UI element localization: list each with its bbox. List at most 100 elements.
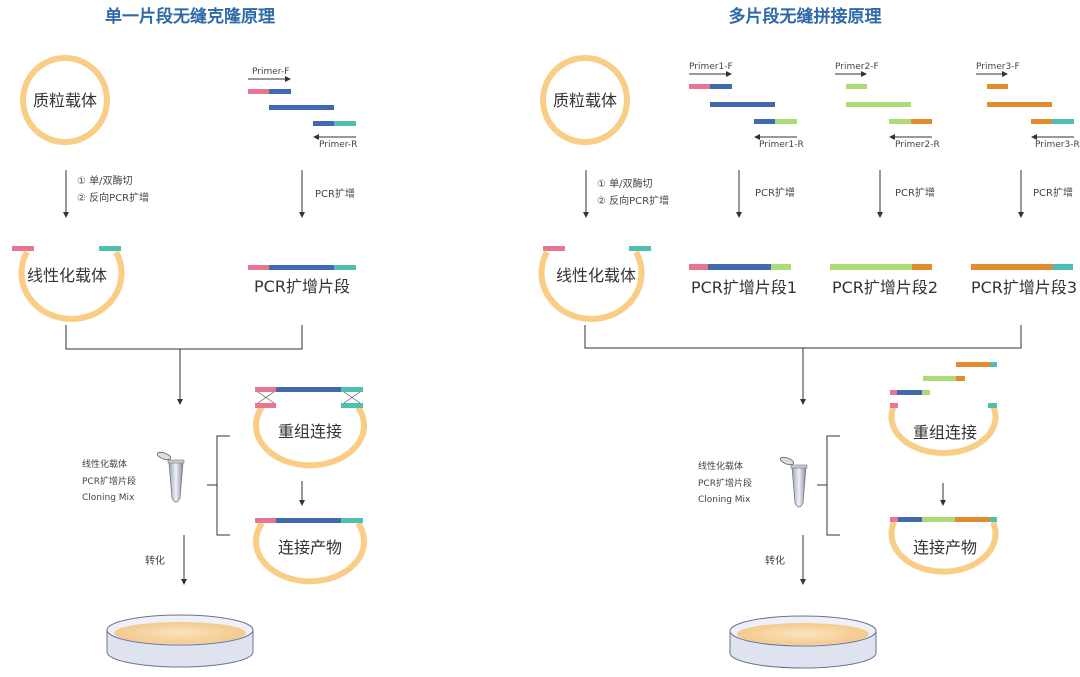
segment	[987, 102, 1052, 107]
plasmid-ring	[20, 55, 110, 145]
single-fragment-panel: 单一片段无缝克隆原理 质粒载体 Primer-F Primer-R ① 单/双酶…	[12, 6, 367, 668]
primer2-r-label: Primer2-R	[895, 140, 940, 150]
segment	[269, 265, 334, 270]
product-ring	[253, 521, 367, 585]
segment	[99, 246, 121, 251]
recombine-ring	[888, 404, 999, 456]
merge-bracket	[65, 325, 303, 350]
mix-item: Cloning Mix	[82, 493, 135, 503]
recombine-label: 重组连接	[913, 423, 977, 442]
transform-label: 转化	[765, 554, 785, 567]
linear-vector-ring	[538, 250, 645, 322]
segment	[269, 89, 291, 94]
segment	[276, 387, 341, 392]
segment	[255, 518, 276, 523]
primer1-r-label: Primer1-R	[759, 140, 804, 150]
segment	[923, 376, 956, 381]
segment	[922, 517, 955, 522]
segment	[955, 517, 990, 522]
plasmid-label: 质粒载体	[553, 91, 617, 110]
fragment1-label: PCR扩增片段1	[691, 278, 797, 297]
linear-vector-label: 线性化载体	[556, 266, 636, 285]
primer3-f-label: Primer3-F	[976, 62, 1020, 72]
product-label: 连接产物	[913, 538, 977, 557]
bracket	[207, 435, 230, 536]
segment	[12, 246, 34, 251]
petri-dish-icon	[106, 614, 254, 668]
pcr-label: PCR扩增	[315, 187, 355, 200]
segment	[708, 264, 771, 270]
segment	[341, 387, 363, 392]
segment	[629, 246, 651, 251]
segment	[689, 264, 708, 270]
pcr-label: PCR扩增	[1033, 186, 1073, 199]
segment	[248, 265, 269, 270]
crossover-icon	[257, 391, 361, 404]
mix-item: 线性化载体	[698, 460, 743, 472]
segment	[898, 517, 922, 522]
segment	[341, 403, 363, 408]
segment	[754, 119, 775, 124]
segment	[846, 84, 867, 89]
primer3-r-label: Primer3-R	[1035, 140, 1080, 150]
segment	[990, 517, 997, 522]
mix-item: Cloning Mix	[698, 495, 751, 505]
segment	[543, 246, 565, 251]
pcr-label: PCR扩增	[755, 186, 795, 199]
right-title: 多片段无缝拼接原理	[729, 6, 882, 27]
segment	[1052, 119, 1074, 124]
segment	[830, 264, 912, 270]
linear-vector-ring	[18, 250, 125, 322]
segment	[990, 362, 997, 367]
bracket	[817, 435, 840, 536]
segment	[334, 265, 356, 270]
fragment2-label: PCR扩增片段2	[832, 278, 938, 297]
tube-icon	[155, 450, 185, 503]
segment	[897, 390, 922, 395]
segment	[689, 84, 710, 89]
merge-bracket	[584, 325, 1022, 349]
transform-label: 转化	[145, 554, 165, 567]
segment	[912, 264, 932, 270]
segment	[890, 517, 898, 522]
mix-item: PCR扩增片段	[698, 477, 752, 489]
product-ring	[888, 520, 999, 575]
segment	[922, 390, 930, 395]
tube-icon	[778, 455, 808, 508]
segment	[911, 119, 932, 124]
plasmid-label: 质粒载体	[33, 91, 97, 110]
pcr-fragment-label: PCR扩增片段	[254, 277, 350, 296]
segment	[710, 84, 732, 89]
segment	[255, 387, 276, 392]
pcr-label: PCR扩增	[895, 186, 935, 199]
product-label: 连接产物	[278, 538, 342, 557]
segment	[255, 403, 276, 408]
recombine-ring	[253, 405, 367, 469]
segment	[276, 518, 341, 523]
primer2-f-label: Primer2-F	[835, 62, 879, 72]
segment	[1053, 264, 1073, 270]
step1-label: ① 单/双酶切	[597, 177, 653, 190]
segment	[846, 102, 911, 107]
left-title: 单一片段无缝克隆原理	[105, 6, 275, 27]
segment	[334, 121, 356, 126]
segment	[248, 89, 269, 94]
linear-vector-label: 线性化载体	[27, 266, 107, 285]
petri-dish-icon	[729, 615, 877, 669]
segment	[1031, 119, 1052, 124]
step2-label: ② 反向PCR扩增	[597, 194, 669, 207]
step1-label: ① 单/双酶切	[77, 174, 133, 187]
recombine-label: 重组连接	[278, 422, 342, 441]
segment	[971, 264, 1053, 270]
segment	[890, 403, 898, 408]
primer1-f-label: Primer1-F	[689, 62, 733, 72]
primer-r-label: Primer-R	[319, 140, 357, 150]
multi-fragment-panel: 多片段无缝拼接原理 质粒载体 Primer1-F Primer1-R Prime…	[538, 6, 1080, 669]
fragment3-label: PCR扩增片段3	[971, 278, 1077, 297]
segment	[775, 119, 797, 124]
segment	[956, 376, 965, 381]
segment	[890, 390, 897, 395]
segment	[889, 119, 911, 124]
segment	[710, 102, 775, 107]
